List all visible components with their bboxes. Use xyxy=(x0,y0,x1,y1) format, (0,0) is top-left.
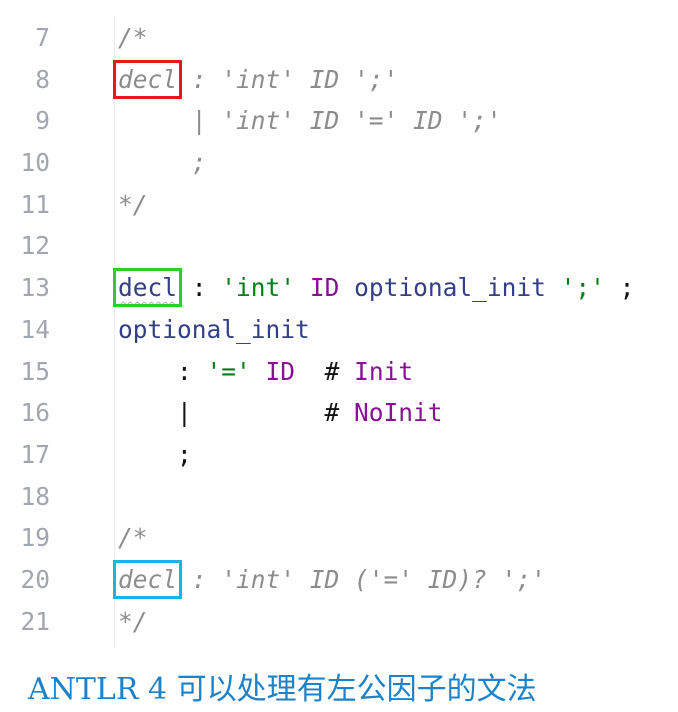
line-number: 12 xyxy=(20,231,50,261)
code-token: /* xyxy=(118,523,148,553)
highlighted-rule-name: decl xyxy=(112,268,183,308)
code-text: */ xyxy=(118,601,148,643)
code-token: optional_init xyxy=(118,314,310,344)
code-text: optional_init xyxy=(118,309,310,351)
code-token: : xyxy=(177,273,222,303)
highlighted-rule-name: decl xyxy=(112,559,183,599)
code-text: | # NoInit xyxy=(118,392,443,434)
code-line: 7 /* xyxy=(0,17,678,59)
figure-caption: ANTLR 4 可以处理有左公因子的文法 xyxy=(28,672,537,707)
line-number: 11 xyxy=(20,189,50,219)
line-number: 14 xyxy=(20,314,50,344)
line-number: 17 xyxy=(20,439,50,469)
line-number: 15 xyxy=(20,356,50,386)
code-line: 15 : '=' ID # Init xyxy=(0,351,678,393)
line-number: 20 xyxy=(20,564,50,594)
code-token: optional_init xyxy=(339,273,561,303)
code-token xyxy=(295,273,310,302)
code-token: : 'int' ID ('=' ID)? ';' xyxy=(177,564,546,594)
code-token: ; xyxy=(118,148,207,178)
code-line: 20 decl : 'int' ID ('=' ID)? ';' xyxy=(0,559,678,601)
code-token: # xyxy=(295,356,355,386)
code-text: : '=' ID # Init xyxy=(118,351,413,393)
line-number: 13 xyxy=(20,273,50,303)
code-text: /* xyxy=(118,17,148,59)
code-line: 9 | 'int' ID '=' ID ';' xyxy=(0,100,678,142)
code-token: /* xyxy=(118,23,148,52)
code-line: 12 xyxy=(0,225,678,267)
code-text: ; xyxy=(118,142,207,184)
code-text: decl : 'int' ID ';' xyxy=(112,59,399,101)
line-number: 10 xyxy=(20,148,50,178)
code-line: 11 */ xyxy=(0,184,678,226)
code-token: | # xyxy=(118,398,355,428)
code-token: */ xyxy=(118,606,148,636)
line-number: 21 xyxy=(20,606,50,636)
code-text: /* xyxy=(118,517,148,559)
code-token: */ xyxy=(118,189,148,219)
code-token: NoInit xyxy=(354,398,443,428)
code-token: ID xyxy=(309,273,340,303)
code-token: 'int' xyxy=(221,273,296,303)
line-number: 9 xyxy=(35,106,50,136)
code-token: ; xyxy=(118,439,192,469)
code-text: decl : 'int' ID ('=' ID)? ';' xyxy=(112,559,546,601)
code-line: 10 ; xyxy=(0,142,678,184)
code-token: : xyxy=(118,356,207,386)
code-token: '=' xyxy=(206,356,251,386)
code-token: Init xyxy=(354,356,414,386)
code-text: */ xyxy=(118,184,148,226)
code-line: 8 decl : 'int' ID ';' xyxy=(0,59,678,101)
code-line: 13 decl : 'int' ID optional_init ';' ; xyxy=(0,267,678,309)
line-number: 19 xyxy=(20,523,50,553)
highlighted-rule-name: decl xyxy=(112,59,183,99)
code-token: | 'int' ID '=' ID ';' xyxy=(118,106,502,136)
code-token: ';' xyxy=(560,273,605,303)
code-text: ; xyxy=(118,434,192,476)
code-token: ; xyxy=(604,273,635,303)
code-token xyxy=(251,357,266,386)
code-line: 14 optional_init xyxy=(0,309,678,351)
code-text: | 'int' ID '=' ID ';' xyxy=(118,100,502,142)
line-number: 8 xyxy=(35,64,50,94)
code-line: 17 ; xyxy=(0,434,678,476)
code-line: 16 | # NoInit xyxy=(0,392,678,434)
code-line: 18 xyxy=(0,476,678,518)
line-number: 16 xyxy=(20,398,50,428)
code-text: decl : 'int' ID optional_init ';' ; xyxy=(112,267,635,309)
code-line: 19 /* xyxy=(0,517,678,559)
code-token: ID xyxy=(265,356,296,386)
code-line: 21 */ xyxy=(0,601,678,643)
line-number: 7 xyxy=(35,23,50,52)
code-token: : 'int' ID ';' xyxy=(177,64,399,94)
gutter-divider xyxy=(114,17,115,647)
line-number: 18 xyxy=(20,481,50,511)
